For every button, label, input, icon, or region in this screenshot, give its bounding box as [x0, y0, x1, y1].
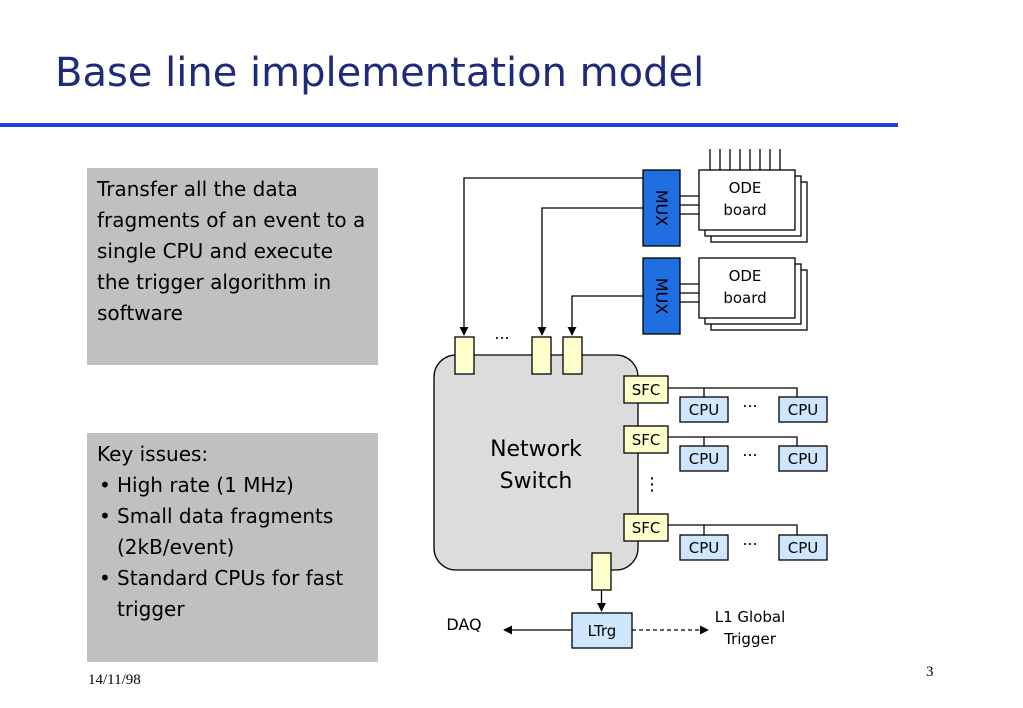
cpu-node: [778, 396, 828, 423]
key-issues-panel: Key issues: High rate (1 MHz) Small data…: [87, 433, 378, 662]
transfer-description-text: Transfer all the data fragments of an ev…: [97, 177, 366, 325]
key-issues-list: High rate (1 MHz) Small data fragments (…: [97, 470, 372, 625]
cpu-node: [778, 534, 828, 561]
cpu-label: CPU: [689, 539, 720, 557]
cpu-label: CPU: [689, 401, 720, 419]
key-issue-item: Standard CPUs for fast trigger: [97, 563, 372, 625]
ode-board-label-line2: board: [723, 289, 766, 307]
slide-title: Base line implementation model: [55, 50, 705, 96]
sfc-row-2: SFC CPU CPU ...: [623, 425, 828, 472]
switch-port: [454, 336, 475, 375]
cpu-node: [679, 396, 729, 423]
sfc-vertical-ellipsis: ⋮: [643, 474, 661, 495]
cpu-ellipsis: ...: [742, 530, 757, 549]
switch-port: [531, 336, 552, 375]
ode-board-stack-top: ODE board: [698, 169, 808, 243]
cpu-label: CPU: [689, 450, 720, 468]
transfer-description-panel: Transfer all the data fragments of an ev…: [87, 168, 378, 365]
mux-to-switch-links: [459, 177, 643, 336]
title-underline: [0, 123, 898, 127]
l1-trigger-label-line2: Trigger: [723, 630, 777, 648]
cpu-label: CPU: [788, 539, 819, 557]
ports-ellipsis: ...: [494, 324, 509, 343]
mux-label: MUX: [652, 278, 671, 315]
key-issues-heading: Key issues:: [97, 442, 209, 466]
ode-board-label-line2: board: [723, 201, 766, 219]
switch-port: [562, 336, 583, 375]
mux-top: MUX: [642, 169, 681, 247]
ode-board-stack-bottom: ODE board: [698, 257, 808, 331]
sfc-label: SFC: [632, 381, 661, 399]
ode-board-label-line1: ODE: [729, 267, 762, 285]
cpu-ellipsis: ...: [742, 392, 757, 411]
cpu-node: [679, 534, 729, 561]
sfc-label: SFC: [632, 519, 661, 537]
switch-output-port: [591, 552, 612, 591]
cpu-label: CPU: [788, 401, 819, 419]
sfc-label: SFC: [632, 431, 661, 449]
cpu-node: [778, 445, 828, 472]
sfc-row-3: SFC CPU CPU ...: [623, 513, 828, 561]
switch-input-ports: ...: [454, 324, 583, 375]
ode-input-lines: [709, 149, 781, 170]
network-switch-label-line2: Switch: [500, 469, 573, 494]
cpu-label: CPU: [788, 450, 819, 468]
daq-label: DAQ: [446, 615, 481, 634]
cpu-node: [679, 445, 729, 472]
key-issue-item: Small data fragments (2kB/event): [97, 501, 372, 563]
mux-label: MUX: [652, 190, 671, 227]
footer-date: 14/11/98: [88, 672, 141, 688]
ltrg-label: LTrg: [588, 622, 617, 640]
ode-board-label-line1: ODE: [729, 179, 762, 197]
network-switch: Network Switch: [433, 354, 639, 571]
l1-trigger-label-line1: L1 Global: [715, 608, 786, 626]
ltrg-node: LTrg: [571, 612, 633, 649]
mux-bottom: MUX: [642, 257, 681, 335]
sfc-row-1: SFC CPU CPU ...: [623, 375, 828, 423]
page-number: 3: [926, 664, 934, 680]
network-switch-label-line1: Network: [490, 437, 582, 462]
cpu-ellipsis: ...: [742, 441, 757, 460]
key-issue-item: High rate (1 MHz): [97, 470, 372, 501]
mux-board-connectors: [680, 195, 699, 303]
